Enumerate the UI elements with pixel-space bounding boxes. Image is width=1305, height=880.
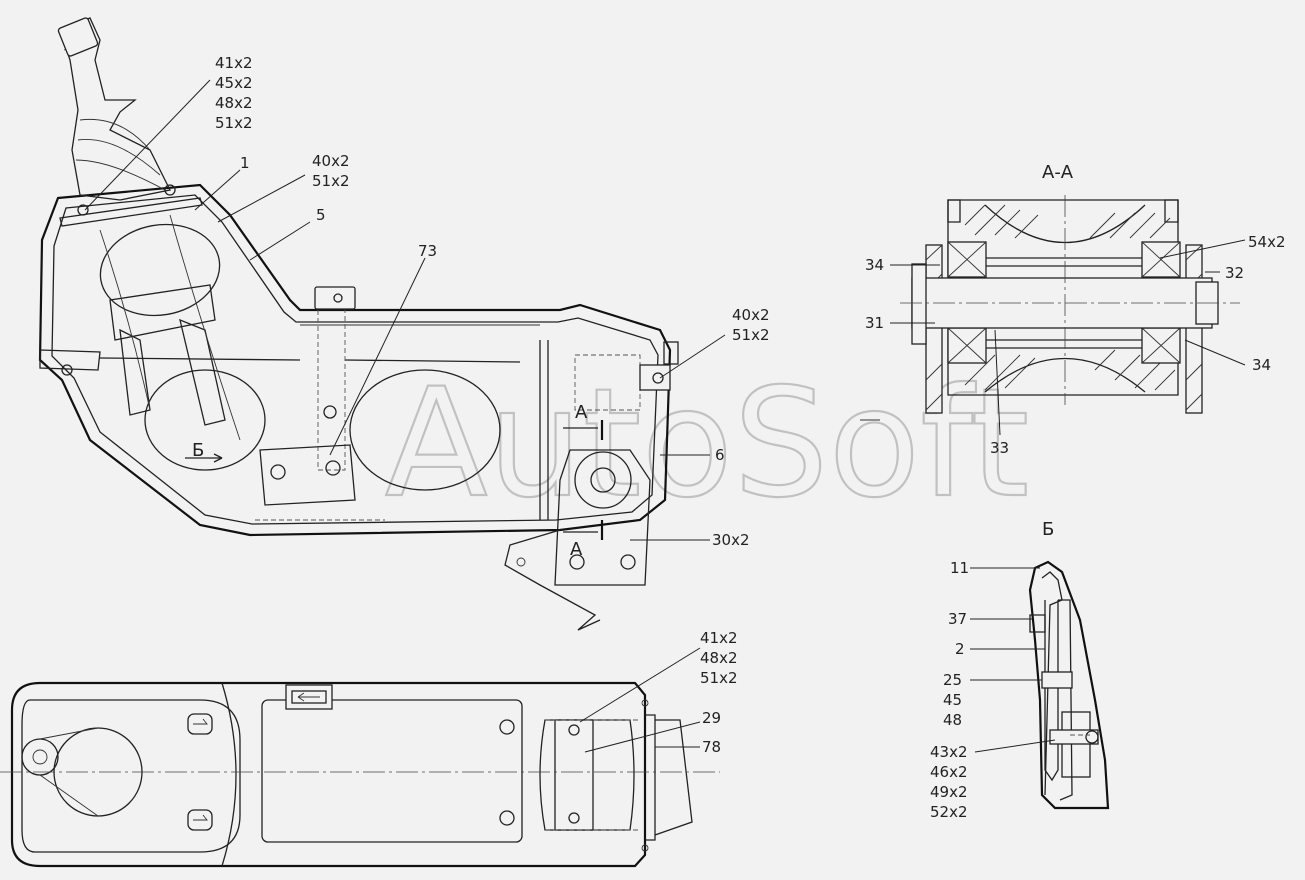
label-51x2-c: 51x2 [732, 326, 770, 344]
label-30x2: 30x2 [712, 531, 750, 549]
plan-label-29: 29 [702, 709, 721, 727]
section-aa-leaders [890, 239, 1246, 436]
view-b-label-46x2: 46x2 [930, 763, 968, 781]
plan-label-48x2: 48x2 [700, 649, 738, 667]
plan-label-78: 78 [702, 738, 721, 756]
label-40x2-b: 40x2 [732, 306, 770, 324]
section-aa [900, 195, 1240, 414]
label-40x2: 40x2 [312, 152, 350, 170]
label-33: 33 [990, 439, 1009, 457]
main-view-leaders [84, 79, 726, 541]
view-b-label-25: 25 [943, 671, 962, 689]
label-48x2: 48x2 [215, 94, 253, 112]
view-b-label-11: 11 [950, 559, 969, 577]
label-5: 5 [316, 206, 326, 224]
view-b-label-45: 45 [943, 691, 962, 709]
label-6: 6 [715, 446, 725, 464]
label-51x2-b: 51x2 [312, 172, 350, 190]
section-marker-a-top: А [575, 402, 588, 423]
view-b-label-52x2: 52x2 [930, 803, 968, 821]
view-b-label-43x2: 43x2 [930, 743, 968, 761]
label-32: 32 [1225, 264, 1244, 282]
plan-label-41x2: 41x2 [700, 629, 738, 647]
view-b [1028, 560, 1110, 810]
label-73: 73 [418, 242, 437, 260]
plan-view [0, 681, 720, 868]
view-b-label-49x2: 49x2 [930, 783, 968, 801]
view-b-label-37: 37 [948, 610, 967, 628]
plan-label-51x2: 51x2 [700, 669, 738, 687]
label-1: 1 [240, 154, 250, 172]
view-marker-b: Б [192, 440, 204, 461]
section-marker-a-bottom: А [570, 539, 583, 560]
view-title-b: Б [1042, 519, 1054, 540]
view-b-leaders [970, 567, 1056, 753]
label-51x2: 51x2 [215, 114, 253, 132]
watermark: AutoSoft [385, 357, 1029, 531]
label-41x2: 41x2 [215, 54, 253, 72]
label-54x2: 54x2 [1248, 233, 1286, 251]
plan-view-leaders [579, 647, 701, 753]
label-34-bottom: 34 [1252, 356, 1271, 374]
section-title-aa: А-А [1042, 162, 1074, 183]
label-31: 31 [865, 314, 884, 332]
main-side-view [38, 17, 880, 631]
label-45x2: 45x2 [215, 74, 253, 92]
view-b-label-2: 2 [955, 640, 965, 658]
label-34-top: 34 [865, 256, 884, 274]
view-b-label-48: 48 [943, 711, 962, 729]
